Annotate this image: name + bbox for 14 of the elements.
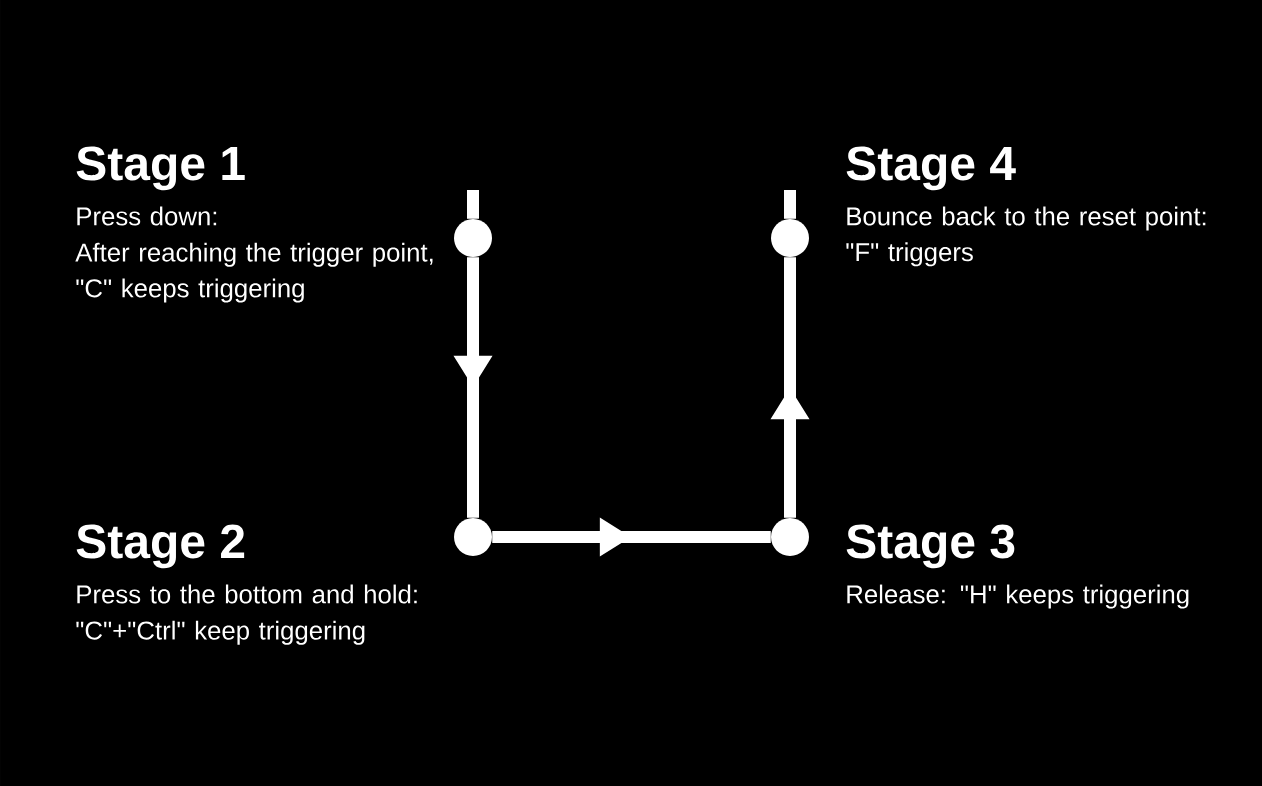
stage-description: "C"+"Ctrl" keep triggering bbox=[76, 620, 365, 645]
stage-dot bbox=[771, 219, 809, 257]
stage-dot bbox=[771, 518, 809, 556]
stage-description: Press down: bbox=[77, 206, 217, 226]
stage-dot bbox=[454, 518, 492, 556]
stage-dot bbox=[454, 219, 492, 257]
stage-description: Press to the bottom and hold: bbox=[77, 584, 417, 604]
stage-heading: Stage 4 bbox=[846, 146, 1016, 191]
stage-heading: Stage 3 bbox=[846, 524, 1015, 569]
stage-heading: Stage 1 bbox=[76, 146, 245, 191]
stage-description: Release: "H" keeps triggering bbox=[847, 584, 1189, 609]
stage-heading: Stage 2 bbox=[76, 524, 245, 569]
stage-description: After reaching the trigger point, "C" keeps triggering bbox=[75, 242, 433, 303]
stage-description: Bounce back to the reset point: "F" triggers bbox=[846, 206, 1206, 267]
